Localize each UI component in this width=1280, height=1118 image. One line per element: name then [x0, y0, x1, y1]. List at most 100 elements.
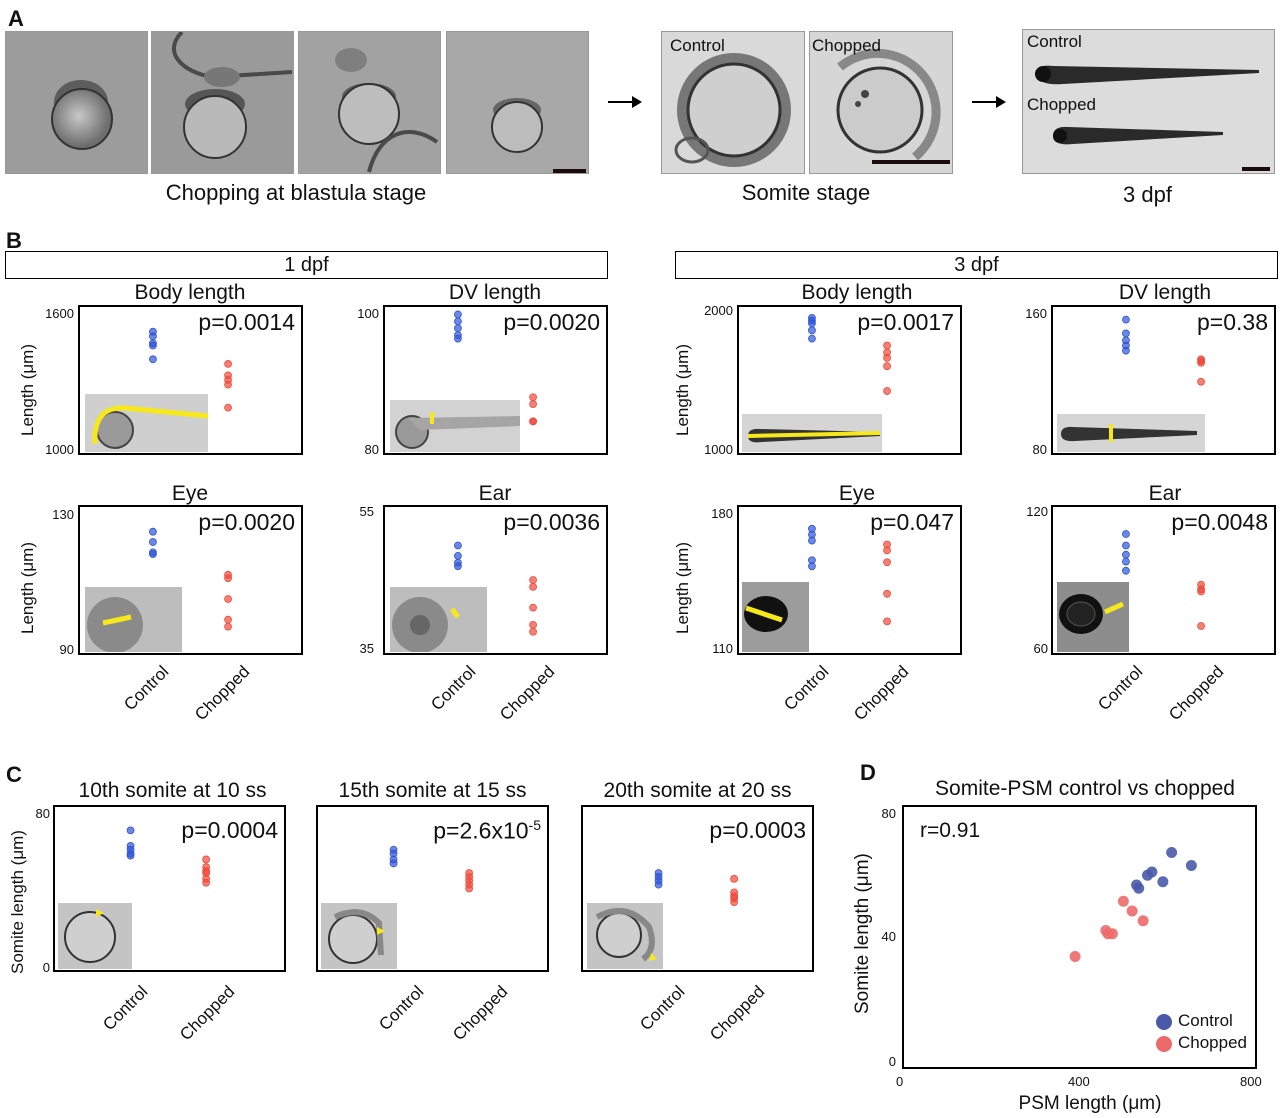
y-tick: 1000: [45, 442, 74, 457]
chopped-scatter-point: [1102, 928, 1114, 940]
x-tick: 800: [1240, 1074, 1262, 1089]
control-data-point: [808, 536, 816, 545]
chopped-data-point: [224, 615, 232, 624]
plot-title: Body length: [801, 281, 913, 304]
x-axis-label: PSM length (μm): [1018, 1093, 1162, 1114]
y-tick: 55: [359, 504, 374, 519]
y-tick: 180: [711, 506, 733, 521]
control-data-point: [1122, 329, 1130, 338]
p-value: p=0.0020: [503, 309, 600, 335]
somite-photo-chopped: Chopped: [809, 31, 953, 174]
caption-somite: Somite stage: [741, 180, 871, 205]
y-tick: 80: [881, 806, 896, 821]
r-value: r=0.91: [920, 819, 981, 842]
control-data-point: [808, 326, 816, 335]
inset-embryo-photo: [321, 903, 397, 969]
x-category-chopped: Chopped: [850, 662, 913, 725]
plot-dv-length-1dpf: p=0.0020: [383, 305, 608, 455]
p-value: p=2.6x10-5: [433, 817, 541, 845]
plot-title: 15th somite at 15 ss: [338, 779, 527, 802]
inset-head-photo: [742, 582, 809, 652]
control-data-point: [808, 334, 816, 343]
chopped-data-point: [529, 627, 537, 636]
y-tick: 80: [35, 806, 50, 821]
plot-body-length-3dpf: p=0.0017: [737, 305, 962, 455]
chopped-scatter-point: [1137, 915, 1149, 927]
scale-bar: [872, 160, 950, 164]
control-data-point: [126, 851, 135, 860]
x-category-chopped: Chopped: [191, 662, 254, 725]
inset-embryo-photo: [390, 400, 520, 452]
banner-3dpf: 3 dpf: [675, 251, 1278, 279]
control-data-point: [1122, 541, 1130, 550]
legend-chopped-label: Chopped: [1178, 1033, 1248, 1052]
inset-embryo-photo: [587, 903, 663, 969]
chopped-data-point: [883, 354, 891, 362]
x-category-control: Control: [99, 982, 152, 1035]
y-tick: 80: [364, 442, 379, 457]
plot-dv-length-3dpf: p=0.38: [1051, 305, 1276, 455]
chopped-data-point: [883, 546, 891, 555]
chopped-data-point: [224, 595, 232, 603]
control-data-point: [454, 551, 462, 560]
chopped-data-point: [1197, 358, 1205, 367]
chopped-data-point: [529, 576, 537, 584]
plot-10th-somite: p=0.0004: [53, 805, 286, 972]
control-scatter-point: [1142, 869, 1154, 881]
control-data-point: [454, 310, 462, 319]
y-tick: 90: [59, 642, 74, 657]
y-tick: 120: [1026, 504, 1048, 519]
y-axis-label: Somite length (μm): [852, 853, 873, 1014]
plot-body-length-1dpf: p=0.0014: [78, 305, 303, 455]
inset-embryo-photo: [85, 394, 209, 452]
p-value: p=0.38: [1197, 309, 1268, 335]
p-value: p=0.0048: [1171, 509, 1268, 535]
control-data-point: [149, 527, 157, 536]
arrow-right-icon: [608, 96, 642, 108]
y-tick: 2000: [704, 303, 733, 318]
control-data-point: [808, 319, 816, 328]
plot-eye-1dpf: p=0.0020: [78, 505, 303, 655]
photo-label-control: Control: [1027, 32, 1082, 51]
p-value: p=0.0003: [709, 817, 806, 843]
plot-title: 20th somite at 20 ss: [603, 779, 792, 802]
photo-label-chopped: Chopped: [812, 36, 882, 55]
p-value-base: p=2.6x10: [433, 817, 529, 844]
control-data-point: [149, 538, 157, 546]
x-category-control: Control: [120, 662, 173, 715]
x-category-control: Control: [1094, 662, 1147, 715]
plot-title: Ear: [1148, 482, 1182, 505]
control-data-point: [1122, 530, 1130, 538]
p-value: p=0.0014: [198, 309, 295, 335]
chopped-data-point: [883, 362, 891, 371]
blastula-photo-4: [446, 31, 589, 174]
chopped-data-point: [730, 898, 739, 906]
blastula-photo-1: [5, 31, 148, 174]
plot-20th-somite: p=0.0003: [581, 805, 814, 972]
inset-larva-photo: [1057, 414, 1205, 452]
x-category-control: Control: [780, 662, 833, 715]
panel-b-letter: B: [6, 228, 22, 253]
y-axis-label: Length (μm): [673, 344, 692, 436]
control-scatter-point: [1157, 876, 1169, 888]
y-axis-label: Length (μm): [673, 542, 692, 634]
chopped-data-point: [730, 874, 739, 883]
chopped-data-point: [883, 589, 891, 598]
inset-larva-photo: [742, 414, 882, 452]
panel-d-letter: D: [860, 760, 876, 785]
chopped-data-point: [529, 400, 537, 409]
control-scatter-point: [1166, 847, 1178, 858]
inset-embryo-photo: [58, 903, 132, 969]
inset-head-photo: [85, 587, 182, 653]
control-data-point: [454, 324, 462, 333]
scale-bar: [553, 169, 586, 173]
banner-1dpf: 1 dpf: [5, 251, 608, 279]
chopped-data-point: [1197, 377, 1205, 386]
scatter-plot-somite-psm: r=0.91 Control Chopped: [902, 805, 1257, 1069]
control-data-point: [149, 332, 157, 341]
y-tick: 100: [357, 306, 379, 321]
x-category-control: Control: [636, 982, 689, 1035]
panel-c-letter: C: [6, 762, 22, 787]
p-value: p=0.0020: [198, 509, 295, 535]
inset-head-photo: [1057, 582, 1129, 652]
